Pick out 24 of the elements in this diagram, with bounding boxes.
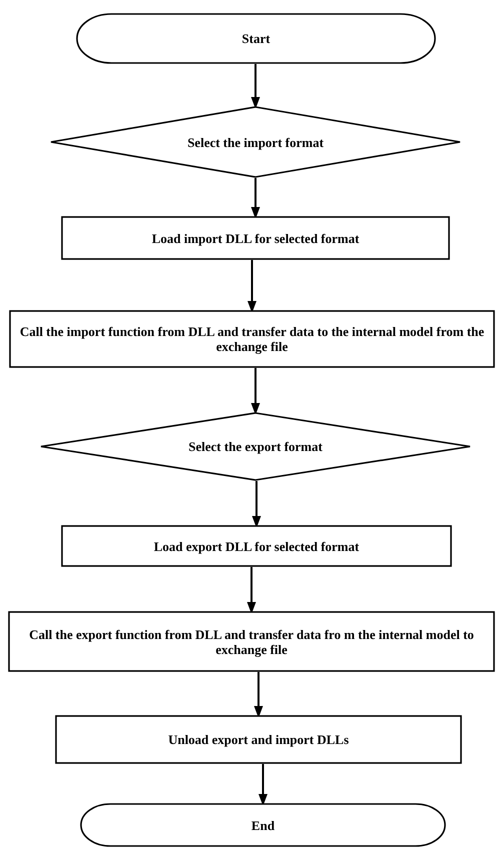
step-label: Call the import function from DLL and transfer data to the internal model from the exchange file — [18, 324, 486, 354]
step-label: Load import DLL for selected format — [150, 230, 360, 246]
step-label: Select the export format — [188, 439, 324, 454]
step-label: Start — [240, 31, 272, 46]
process-box — [9, 310, 495, 368]
arrow — [247, 567, 256, 614]
process-box — [55, 715, 462, 764]
step-label: Call the export function from DLL and transfer data fro m the internal model to exchange file — [28, 626, 475, 656]
arrow — [251, 368, 260, 415]
arrow — [252, 481, 261, 528]
arrow — [251, 178, 260, 219]
step-label: Load export DLL for selected format — [152, 538, 360, 554]
arrow — [258, 764, 268, 806]
step-label: Unload export and import DLLs — [167, 732, 350, 747]
process-box — [61, 216, 450, 260]
arrow — [254, 672, 263, 718]
process-box — [61, 525, 452, 567]
step-label: End — [250, 818, 276, 832]
arrow — [251, 64, 260, 109]
arrow — [248, 260, 256, 313]
step-label: Select the import format — [186, 134, 325, 150]
decision-diamond — [40, 412, 471, 481]
decision-diamond — [50, 106, 461, 178]
process-box — [8, 611, 495, 672]
